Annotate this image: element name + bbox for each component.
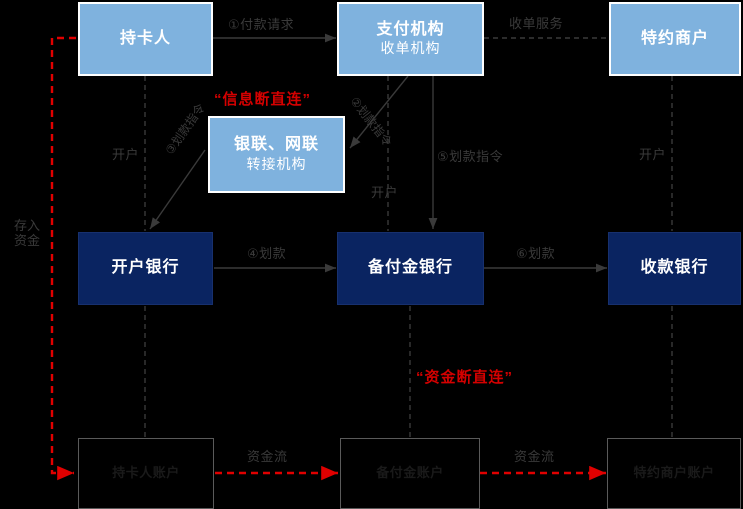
node-payment-institution-sublabel: 收单机构 bbox=[380, 40, 441, 57]
label-step6: ⑥划款 bbox=[516, 246, 556, 261]
node-issuing-bank[interactable]: 开户银行 bbox=[78, 232, 213, 305]
node-merchant-label: 特约商户 bbox=[640, 29, 709, 47]
node-merchant-account[interactable]: 特约商户账户 bbox=[607, 438, 741, 509]
node-payment-institution-label: 支付机构 bbox=[376, 20, 445, 38]
label-step5: ⑤划款指令 bbox=[437, 149, 504, 164]
node-payment-institution[interactable]: 支付机构 收单机构 bbox=[337, 2, 484, 76]
label-open-account-mid: 开户 bbox=[371, 185, 399, 200]
label-step4: ④划款 bbox=[247, 246, 287, 261]
node-merchant[interactable]: 特约商户 bbox=[609, 2, 741, 76]
node-cardholder[interactable]: 持卡人 bbox=[78, 2, 213, 76]
node-reserve-bank-label: 备付金银行 bbox=[367, 259, 453, 277]
label-open-account-left: 开户 bbox=[112, 147, 140, 162]
node-cardholder-label: 持卡人 bbox=[119, 29, 171, 47]
label-deposit-funds: 存入 资金 bbox=[14, 218, 41, 249]
node-payee-bank-label: 收款银行 bbox=[640, 259, 709, 277]
node-reserve-bank[interactable]: 备付金银行 bbox=[337, 232, 484, 305]
node-reserve-account-label: 备付金账户 bbox=[376, 465, 444, 481]
node-clearing-organization[interactable]: 银联、网联 转接机构 bbox=[208, 116, 345, 193]
label-step2: ②划款指令 bbox=[347, 94, 395, 150]
label-deposit-funds-line2: 资金 bbox=[14, 232, 41, 248]
node-cardholder-account[interactable]: 持卡人账户 bbox=[78, 438, 214, 509]
label-step1: ①付款请求 bbox=[228, 17, 295, 32]
annotation-fund-break: “资金断直连” bbox=[416, 369, 514, 386]
node-merchant-account-label: 特约商户账户 bbox=[633, 465, 715, 481]
node-cardholder-account-label: 持卡人账户 bbox=[112, 465, 180, 481]
node-clearing-organization-label: 银联、网联 bbox=[233, 136, 319, 154]
label-deposit-funds-line1: 存入 bbox=[14, 218, 41, 233]
node-clearing-organization-sublabel: 转接机构 bbox=[246, 155, 307, 172]
label-fund-flow-right: 资金流 bbox=[514, 449, 555, 464]
label-step3: ③划款指令 bbox=[162, 101, 208, 158]
label-open-account-right: 开户 bbox=[639, 147, 667, 162]
label-acquiring-service: 收单服务 bbox=[509, 16, 564, 31]
node-issuing-bank-label: 开户银行 bbox=[111, 259, 180, 277]
node-payee-bank[interactable]: 收款银行 bbox=[608, 232, 741, 305]
arrow-deposit-funds bbox=[50, 36, 76, 481]
label-fund-flow-left: 资金流 bbox=[247, 449, 288, 464]
node-reserve-account[interactable]: 备付金账户 bbox=[340, 438, 480, 509]
arrow-step3 bbox=[149, 149, 206, 230]
annotation-info-break: “信息断直连” bbox=[214, 91, 312, 108]
